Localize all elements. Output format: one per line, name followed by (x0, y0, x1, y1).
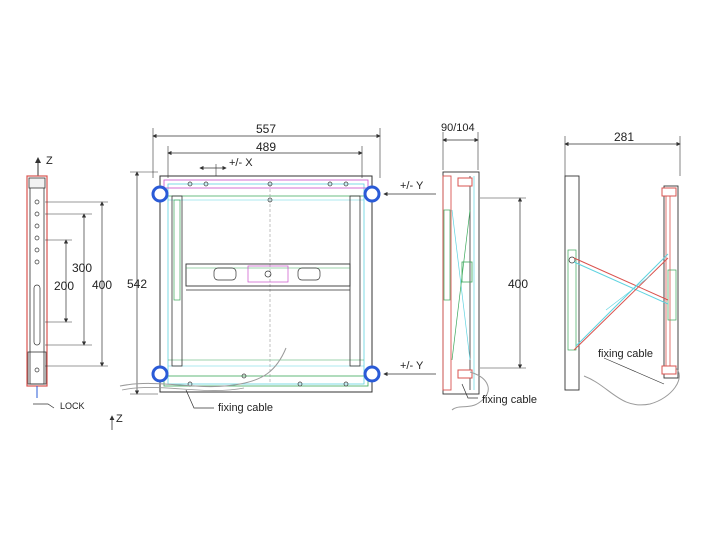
front-center-bracket (185, 263, 351, 287)
open-top-knob-icon (661, 187, 677, 197)
depth-view: 90/104 400 fixing cable (441, 122, 537, 411)
open-view: 281 fixing cable (564, 130, 681, 406)
front-corner-pins (151, 185, 381, 383)
dim-542: 542 (127, 277, 147, 291)
side-top-cap (28, 177, 46, 189)
front-z-label: Z (116, 413, 123, 425)
depth-bottom-knob-icon (457, 369, 473, 379)
dim-489: 489 (256, 140, 276, 154)
y-top-label: +/- Y (400, 180, 424, 192)
corner-pin-icon (363, 185, 381, 203)
front-fixing-cable (119, 347, 287, 388)
open-display-plate (663, 185, 679, 379)
open-fixing-cable-label: fixing cable (598, 348, 653, 360)
dim-90-104: 90/104 (441, 122, 475, 134)
open-wall-plate (564, 175, 580, 391)
dim-557: 557 (256, 122, 276, 136)
depth-fixing-cable-label: fixing cable (482, 394, 537, 406)
front-view: 557 489 +/- X 542 (109, 122, 436, 430)
front-outer-frame (159, 175, 373, 393)
x-label: +/- X (229, 157, 253, 169)
lock-label: LOCK (60, 401, 85, 411)
open-fixing-cable (583, 367, 680, 406)
open-bottom-knob-icon (661, 365, 677, 375)
side-lock-block (27, 351, 47, 385)
side-dim-300: 300 (72, 261, 92, 275)
side-view: Z 400 300 200 LOCK (26, 155, 112, 411)
corner-pin-icon (363, 365, 381, 383)
side-dim-200: 200 (54, 279, 74, 293)
corner-pin-icon (151, 185, 169, 203)
front-fixing-cable-label: fixing cable (218, 402, 273, 414)
open-scissor-arms (573, 253, 669, 351)
corner-pin-icon (151, 365, 169, 383)
side-dim-400: 400 (92, 278, 112, 292)
front-inner-frame (167, 183, 365, 385)
dim-281: 281 (614, 130, 634, 144)
side-profile (29, 179, 45, 385)
depth-dim-400: 400 (508, 277, 528, 291)
depth-fixing-cable (451, 371, 489, 411)
front-left-rail (171, 195, 183, 367)
side-z-label: Z (46, 155, 53, 167)
side-holes (33, 199, 41, 346)
front-right-rail (349, 195, 361, 367)
depth-top-knob-icon (457, 177, 473, 187)
y-bottom-label: +/- Y (400, 360, 424, 372)
